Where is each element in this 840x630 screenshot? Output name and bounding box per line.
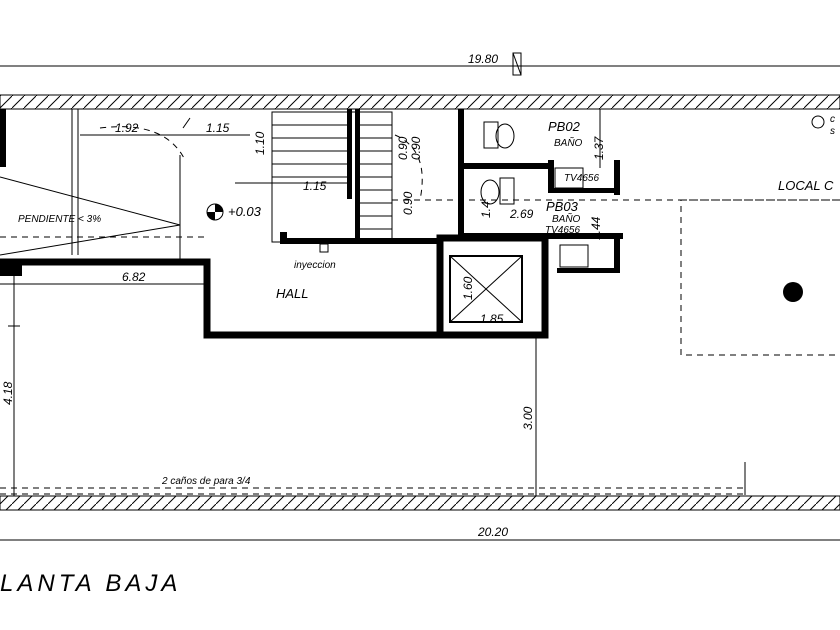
- corner-label-a: c: [830, 114, 835, 125]
- dim-1-60: 1.60: [461, 276, 475, 300]
- injection-label: inyeccion: [294, 260, 336, 271]
- toilet-2: [480, 177, 515, 205]
- ramp-line-top: [0, 176, 181, 226]
- bano-2-label: BAÑO: [552, 212, 581, 225]
- tv-1-label: TV4656: [564, 173, 599, 184]
- sink-1: [554, 167, 584, 189]
- plan-title: LANTA BAJA: [0, 570, 181, 597]
- stair-treads: [272, 124, 392, 230]
- dim-1-4: 1.4: [479, 201, 493, 218]
- left-door-jamb: [0, 109, 6, 167]
- door-swing-arc: [99, 126, 186, 161]
- column-marker: [783, 282, 803, 302]
- dim-0-90-a: 0.90: [396, 136, 410, 160]
- local-outline: [680, 199, 840, 356]
- top-boundary-wall: [0, 94, 840, 110]
- ramp-line-bottom: [0, 224, 181, 256]
- dim-2-69: 2.69: [509, 207, 534, 221]
- hall-label: HALL: [276, 286, 309, 301]
- top-dimension-tick: [512, 52, 522, 76]
- local-label: LOCAL C: [778, 178, 834, 193]
- dim-1-92: 1.92: [115, 121, 139, 135]
- dim-0-90-c: 0.90: [401, 191, 415, 215]
- bottom-total-dimension: 20.20: [477, 525, 508, 539]
- dim-1-15-mid: 1.15: [303, 179, 327, 193]
- elevator-shaft: [449, 255, 523, 323]
- pipes-label: 2 caños de para 3/4: [161, 476, 251, 487]
- dim-0-90-b: 0.90: [409, 136, 423, 160]
- dim-6-82: 6.82: [122, 270, 146, 284]
- dim-1-85: 1.85: [480, 312, 504, 326]
- dim-1-15-top: 1.15: [206, 121, 230, 135]
- pb02-label: PB02: [548, 119, 581, 134]
- dim-1-37: 1.37: [592, 135, 606, 160]
- injection-marker: [319, 243, 329, 253]
- level-label: +0.03: [228, 204, 262, 219]
- corner-label-b: s: [830, 126, 835, 137]
- dim-3-00: 3.00: [521, 406, 535, 430]
- dim-1-44: 1.44: [589, 216, 603, 240]
- tv-2-label: TV4656: [545, 225, 580, 236]
- bottom-boundary-wall: [0, 495, 840, 511]
- sink-2: [559, 244, 589, 268]
- corner-symbol: [811, 115, 825, 129]
- toilet-1: [483, 121, 515, 149]
- hall-walls: [0, 234, 549, 339]
- stair-door-arc: [394, 134, 423, 201]
- top-total-dimension: 19.80: [468, 52, 498, 66]
- dim-1-10: 1.10: [253, 131, 267, 155]
- slope-label: PENDIENTE < 3%: [18, 214, 101, 225]
- dim-4-18: 4.18: [1, 381, 15, 405]
- pb03-label: PB03: [546, 199, 579, 214]
- bano-1-label: BAÑO: [554, 136, 583, 149]
